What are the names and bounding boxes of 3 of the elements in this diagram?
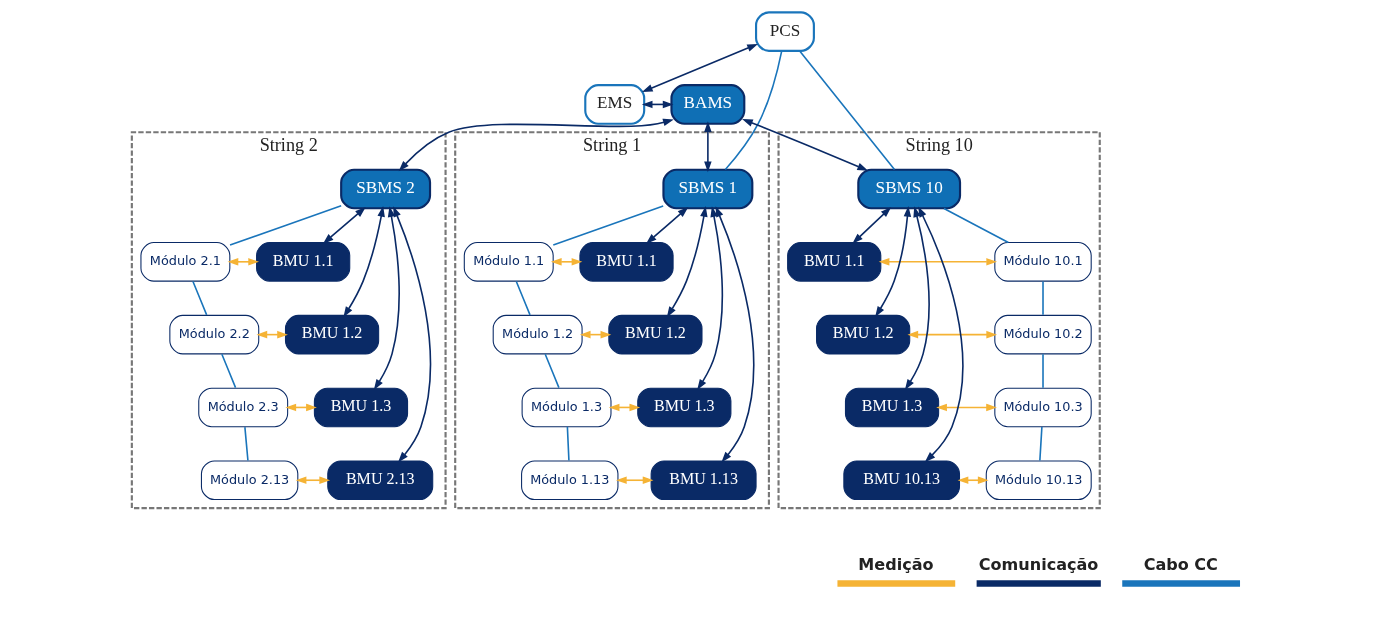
- legend-label: Comunicação: [978, 554, 1099, 574]
- legend-label: Medição: [858, 554, 934, 574]
- legend-label: Cabo CC: [1143, 554, 1218, 574]
